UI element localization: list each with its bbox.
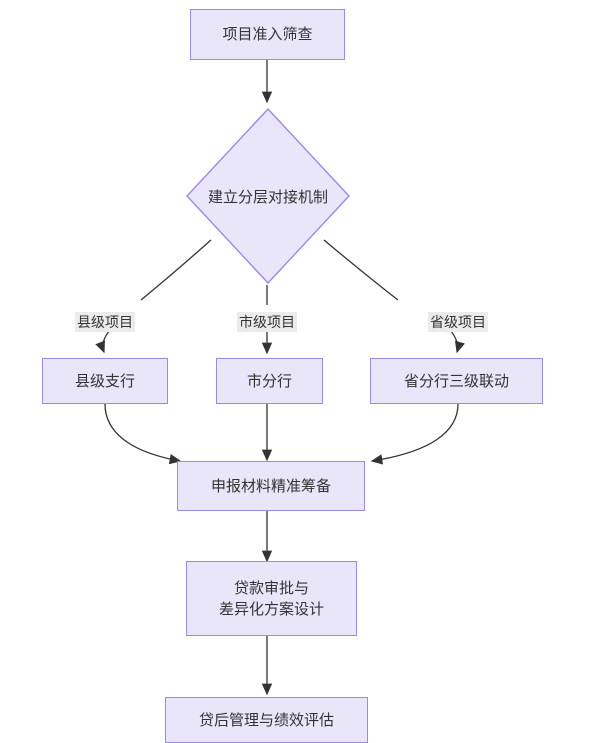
- node-post-loan-management-and-evaluation[interactable]: 贷后管理与绩效评估: [165, 697, 368, 743]
- edge-n2-n5-tail: [449, 329, 465, 354]
- node-project-access-screening[interactable]: 项目准入筛查: [190, 9, 345, 60]
- edge-n3-n6: [104, 403, 182, 465]
- node-label: 省分行三级联动: [403, 372, 509, 390]
- node-loan-approval-and-differentiated-design[interactable]: 贷款审批与 差异化方案设计: [186, 561, 357, 636]
- diamond-shape: [186, 108, 350, 284]
- node-city-branch[interactable]: 市分行: [216, 358, 323, 404]
- node-label: 市分行: [246, 372, 292, 390]
- node-county-branch[interactable]: 县级支行: [42, 358, 168, 404]
- node-label: 建立分层对接机制: [207, 188, 328, 206]
- edge-label-county: 县级项目: [75, 312, 135, 332]
- node-application-material-preparation[interactable]: 申报材料精准筹备: [177, 461, 365, 511]
- edge-n5-n6: [370, 403, 459, 465]
- node-tiered-docking-mechanism[interactable]: 建立分层对接机制: [186, 108, 350, 284]
- edge-n2-n3-tail: [95, 329, 111, 354]
- node-label: 贷后管理与绩效评估: [198, 711, 334, 729]
- edge-label-city: 市级项目: [237, 312, 297, 332]
- node-label: 贷款审批与 差异化方案设计: [218, 579, 324, 618]
- node-label: 项目准入筛查: [222, 26, 313, 43]
- node-provincial-three-tier-linkage[interactable]: 省分行三级联动: [370, 358, 543, 404]
- node-label: 县级支行: [74, 372, 135, 390]
- node-label: 申报材料精准筹备: [210, 477, 331, 495]
- edge-label-province: 省级项目: [428, 312, 488, 332]
